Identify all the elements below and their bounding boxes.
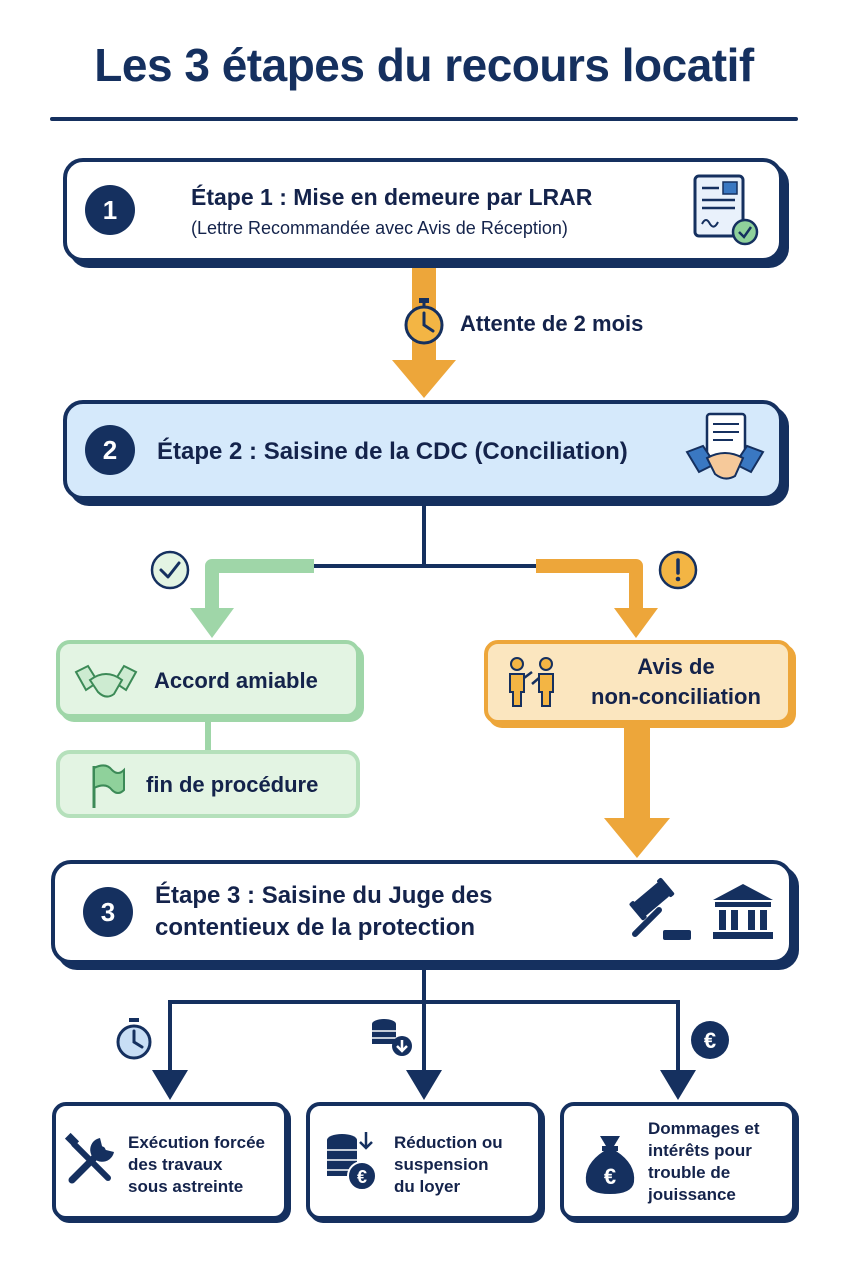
step-3-title-line2: contentieux de la protection [155, 914, 476, 941]
success-branch-arrow [190, 559, 314, 638]
step-1-title: Étape 1 : Mise en demeure par LRAR [191, 184, 593, 210]
non-conciliation-label-line1: Avis de [637, 654, 715, 679]
step-3-card: 3 Étape 3 : Saisine du Juge des contenti… [51, 860, 793, 964]
outcome-forced-works-label: Exécution forcée des travaux sous astrei… [128, 1133, 265, 1196]
non-conciliation-label-line2: non-conciliation [591, 684, 761, 709]
svg-text:€: € [704, 1028, 716, 1053]
outcome-rent-reduction-label: Réduction ou suspension du loyer [394, 1133, 503, 1196]
flag-icon [92, 764, 125, 808]
amicable-agreement-box: Accord amiable [56, 640, 360, 718]
step-1-card: 1 Étape 1 : Mise en demeure par LRAR (Le… [63, 158, 783, 262]
tools-icon [64, 1132, 114, 1184]
gavel-icon [629, 877, 691, 940]
certified-letter-icon [693, 174, 759, 246]
outcome-rent-reduction-box: € Réduction ou suspension du loyer [306, 1102, 542, 1220]
coins-down-icon [372, 1019, 412, 1056]
escalation-arrow [604, 726, 670, 858]
outcome-tree [168, 966, 680, 1076]
step-1-number: 1 [85, 185, 135, 235]
step-1-subtitle: (Lettre Recommandée avec Avis de Récepti… [191, 218, 568, 238]
money-bag-icon: € [585, 1136, 635, 1194]
step-2-card: 2 Étape 2 : Saisine de la CDC (Conciliat… [63, 400, 783, 500]
handshake-icon [74, 664, 138, 698]
step-2-title: Étape 2 : Saisine de la CDC (Conciliatio… [157, 438, 628, 465]
outcome-forced-works-box: Exécution forcée des travaux sous astrei… [52, 1102, 288, 1220]
stopwatch-icon [116, 1018, 152, 1060]
svg-text:€: € [357, 1167, 367, 1187]
courthouse-icon [713, 884, 773, 939]
stopwatch-icon [404, 298, 444, 345]
outcome-damages-label: Dommages et intérêts pour trouble de jou… [648, 1119, 760, 1204]
handshake-document-icon [685, 412, 765, 480]
wait-duration-label: Attente de 2 mois [460, 311, 644, 336]
end-of-procedure-box: fin de procédure [56, 750, 360, 818]
page-title: Les 3 étapes du recours locatif [94, 39, 754, 91]
failure-branch-arrow [536, 559, 658, 638]
step-3-number: 3 [83, 887, 133, 937]
people-disagree-icon [509, 657, 554, 707]
end-of-procedure-label: fin de procédure [146, 772, 319, 797]
svg-text:€: € [604, 1164, 616, 1189]
amicable-agreement-label: Accord amiable [154, 668, 318, 693]
euro-circle-icon: € [691, 1021, 729, 1059]
title-divider [50, 117, 798, 121]
warning-circle-icon [658, 550, 698, 590]
step-3-title-line1: Étape 3 : Saisine du Juge des [155, 882, 493, 909]
coins-euro-icon: € [327, 1132, 377, 1191]
check-circle-icon [150, 550, 190, 590]
step-2-number: 2 [85, 425, 135, 475]
non-conciliation-box: Avis de non-conciliation [484, 640, 792, 724]
outcome-damages-box: € Dommages et intérêts pour trouble de j… [560, 1102, 796, 1220]
